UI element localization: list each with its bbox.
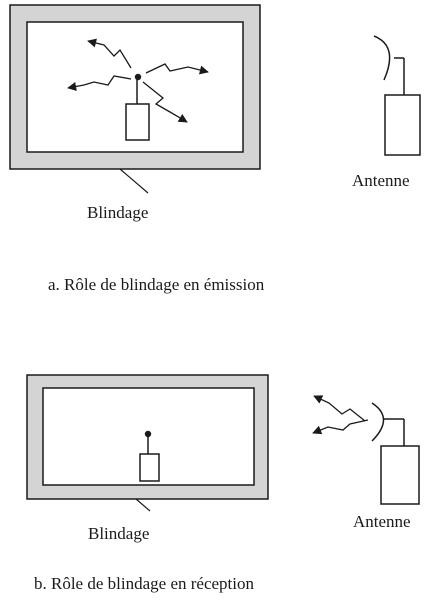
shield-label-b: Blindage <box>88 524 150 543</box>
emission-arrow-lower-right <box>142 81 188 123</box>
antenna-label-a: Antenne <box>352 171 410 190</box>
emission-waves-a <box>67 38 209 123</box>
incoming-arrow-lower <box>312 419 369 435</box>
shield-leader-a <box>119 168 149 194</box>
internal-receiver-b <box>139 430 160 482</box>
caption-a: a. Rôle de blindage en émission <box>48 275 265 294</box>
emission-arrow-upper-left <box>87 38 132 69</box>
shield-leader-b <box>135 498 151 512</box>
antenna-dish-a <box>373 35 391 81</box>
receiver-box-b <box>380 445 420 505</box>
panel-b <box>26 374 420 512</box>
external-antenna-b <box>371 402 420 505</box>
internal-transmitter-a <box>125 73 150 141</box>
emission-arrow-left <box>67 75 132 91</box>
antenna-dish-b <box>371 402 385 442</box>
incoming-arrow-upper <box>313 395 366 422</box>
shield-enclosure-a <box>9 4 261 170</box>
shield-label-a: Blindage <box>87 203 149 222</box>
emission-arrow-right <box>145 63 209 75</box>
panel-a <box>9 4 421 194</box>
external-antenna-a <box>373 35 421 156</box>
caption-b: b. Rôle de blindage en réception <box>34 574 254 593</box>
antenna-label-b: Antenne <box>353 512 411 531</box>
incoming-waves-b <box>312 395 369 435</box>
receiver-box-a <box>384 94 421 156</box>
